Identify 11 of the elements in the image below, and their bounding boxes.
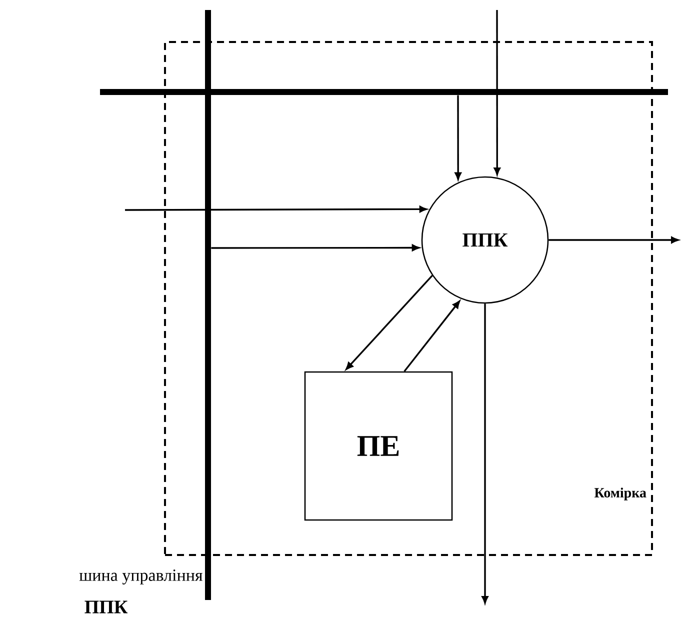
processing-element-box: ПЕ: [304, 371, 453, 521]
arrow: [211, 244, 420, 252]
arrow: [346, 275, 433, 370]
arrow: [482, 304, 488, 604]
arrow: [454, 95, 462, 180]
arrow: [548, 236, 679, 244]
bus-label: ППК: [84, 600, 128, 614]
arrow: [404, 300, 460, 372]
arrow: [125, 206, 427, 212]
arrow: [494, 10, 500, 176]
bus-label: шина управління: [79, 570, 202, 584]
